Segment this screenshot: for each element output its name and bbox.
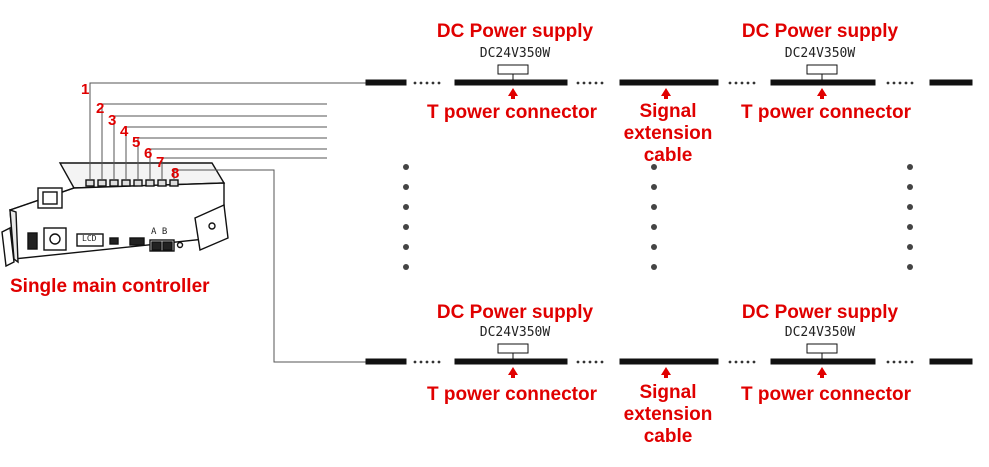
controller-caption: Single main controller bbox=[10, 276, 210, 297]
output-wires bbox=[89, 82, 366, 363]
power-supply-unit bbox=[497, 64, 838, 359]
power-supply-spec: DC24V350W bbox=[784, 325, 856, 340]
power-supply-title: DC Power supply bbox=[436, 302, 594, 323]
signal-cable-line: Signal bbox=[639, 101, 697, 122]
port-number-2: 2 bbox=[96, 100, 105, 117]
lcd-label: LCD bbox=[82, 234, 97, 243]
port-number-1: 1 bbox=[81, 81, 90, 98]
ports-ab-label: A B bbox=[151, 227, 168, 237]
connector-label: T power connector bbox=[741, 384, 911, 405]
arrow-icons bbox=[508, 88, 827, 378]
signal-cable-line: extension bbox=[623, 122, 713, 144]
top-strip-dots bbox=[413, 81, 914, 85]
power-supply-spec: DC24V350W bbox=[784, 46, 856, 61]
power-supply-spec: DC24V350W bbox=[479, 46, 551, 61]
top-strip-row bbox=[365, 79, 973, 86]
port-number-4: 4 bbox=[120, 123, 129, 140]
port-number-8: 8 bbox=[171, 165, 180, 182]
port-number-5: 5 bbox=[132, 134, 141, 151]
signal-cable-line: extension bbox=[623, 403, 713, 425]
main-controller bbox=[1, 162, 229, 268]
connector-label: T power connector bbox=[427, 102, 597, 123]
port-number-3: 3 bbox=[108, 112, 117, 129]
power-supply-title: DC Power supply bbox=[741, 302, 899, 323]
bottom-strip-row bbox=[365, 358, 973, 365]
power-supply-title: DC Power supply bbox=[436, 21, 594, 42]
bottom-strip-dots bbox=[413, 360, 914, 364]
port-number-7: 7 bbox=[156, 154, 165, 171]
connector-label: T power connector bbox=[741, 102, 911, 123]
continuation-dots bbox=[403, 164, 913, 270]
power-supply-title: DC Power supply bbox=[741, 21, 899, 42]
signal-cable-line: cable bbox=[643, 425, 693, 447]
signal-cable-line: cable bbox=[643, 144, 693, 166]
signal-cable-line: Signal bbox=[639, 382, 697, 403]
connector-label: T power connector bbox=[427, 384, 597, 405]
signal-cable-label: Signal extension cable bbox=[613, 101, 723, 167]
signal-cable-label: Signal extension cable bbox=[613, 382, 723, 448]
port-number-6: 6 bbox=[144, 145, 153, 162]
power-supply-spec: DC24V350W bbox=[479, 325, 551, 340]
